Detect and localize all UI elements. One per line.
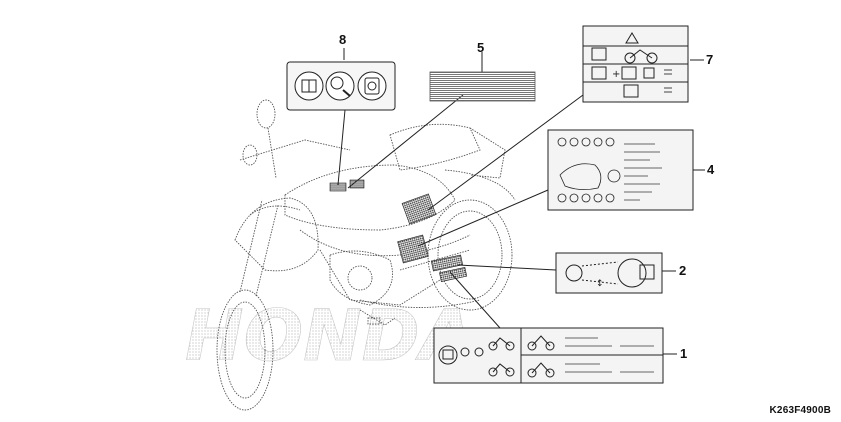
label-1 <box>433 327 664 384</box>
label-7: + <box>582 25 689 103</box>
watermark-text: HONDA <box>185 295 474 377</box>
owners-manual-icon <box>639 264 655 280</box>
callout-8: 8 <box>339 32 347 47</box>
label-2: ↕ <box>555 252 663 294</box>
label-placements <box>329 179 468 282</box>
callout-5: 5 <box>477 40 485 55</box>
callout-7: 7 <box>706 52 714 67</box>
svg-text:+: + <box>612 69 620 80</box>
callout-4: 4 <box>707 162 715 177</box>
callout-2: 2 <box>679 263 687 278</box>
motorcycle-icon <box>624 49 658 64</box>
label-8 <box>286 61 396 111</box>
label-4 <box>547 129 694 211</box>
leader-lines <box>337 48 705 355</box>
tire-icon <box>557 137 621 203</box>
honda-watermark: HONDA <box>185 295 475 378</box>
part-code: K263F4900B <box>769 405 831 416</box>
helmet-icon <box>330 76 344 90</box>
fuel-icon <box>364 77 380 95</box>
owners-manual-icon <box>591 47 607 61</box>
svg-text:↕: ↕ <box>596 279 604 289</box>
motorcycle-illustration <box>216 99 516 411</box>
label-5 <box>429 71 536 102</box>
callout-1: 1 <box>680 346 688 361</box>
warning-triangle-icon <box>625 32 639 44</box>
